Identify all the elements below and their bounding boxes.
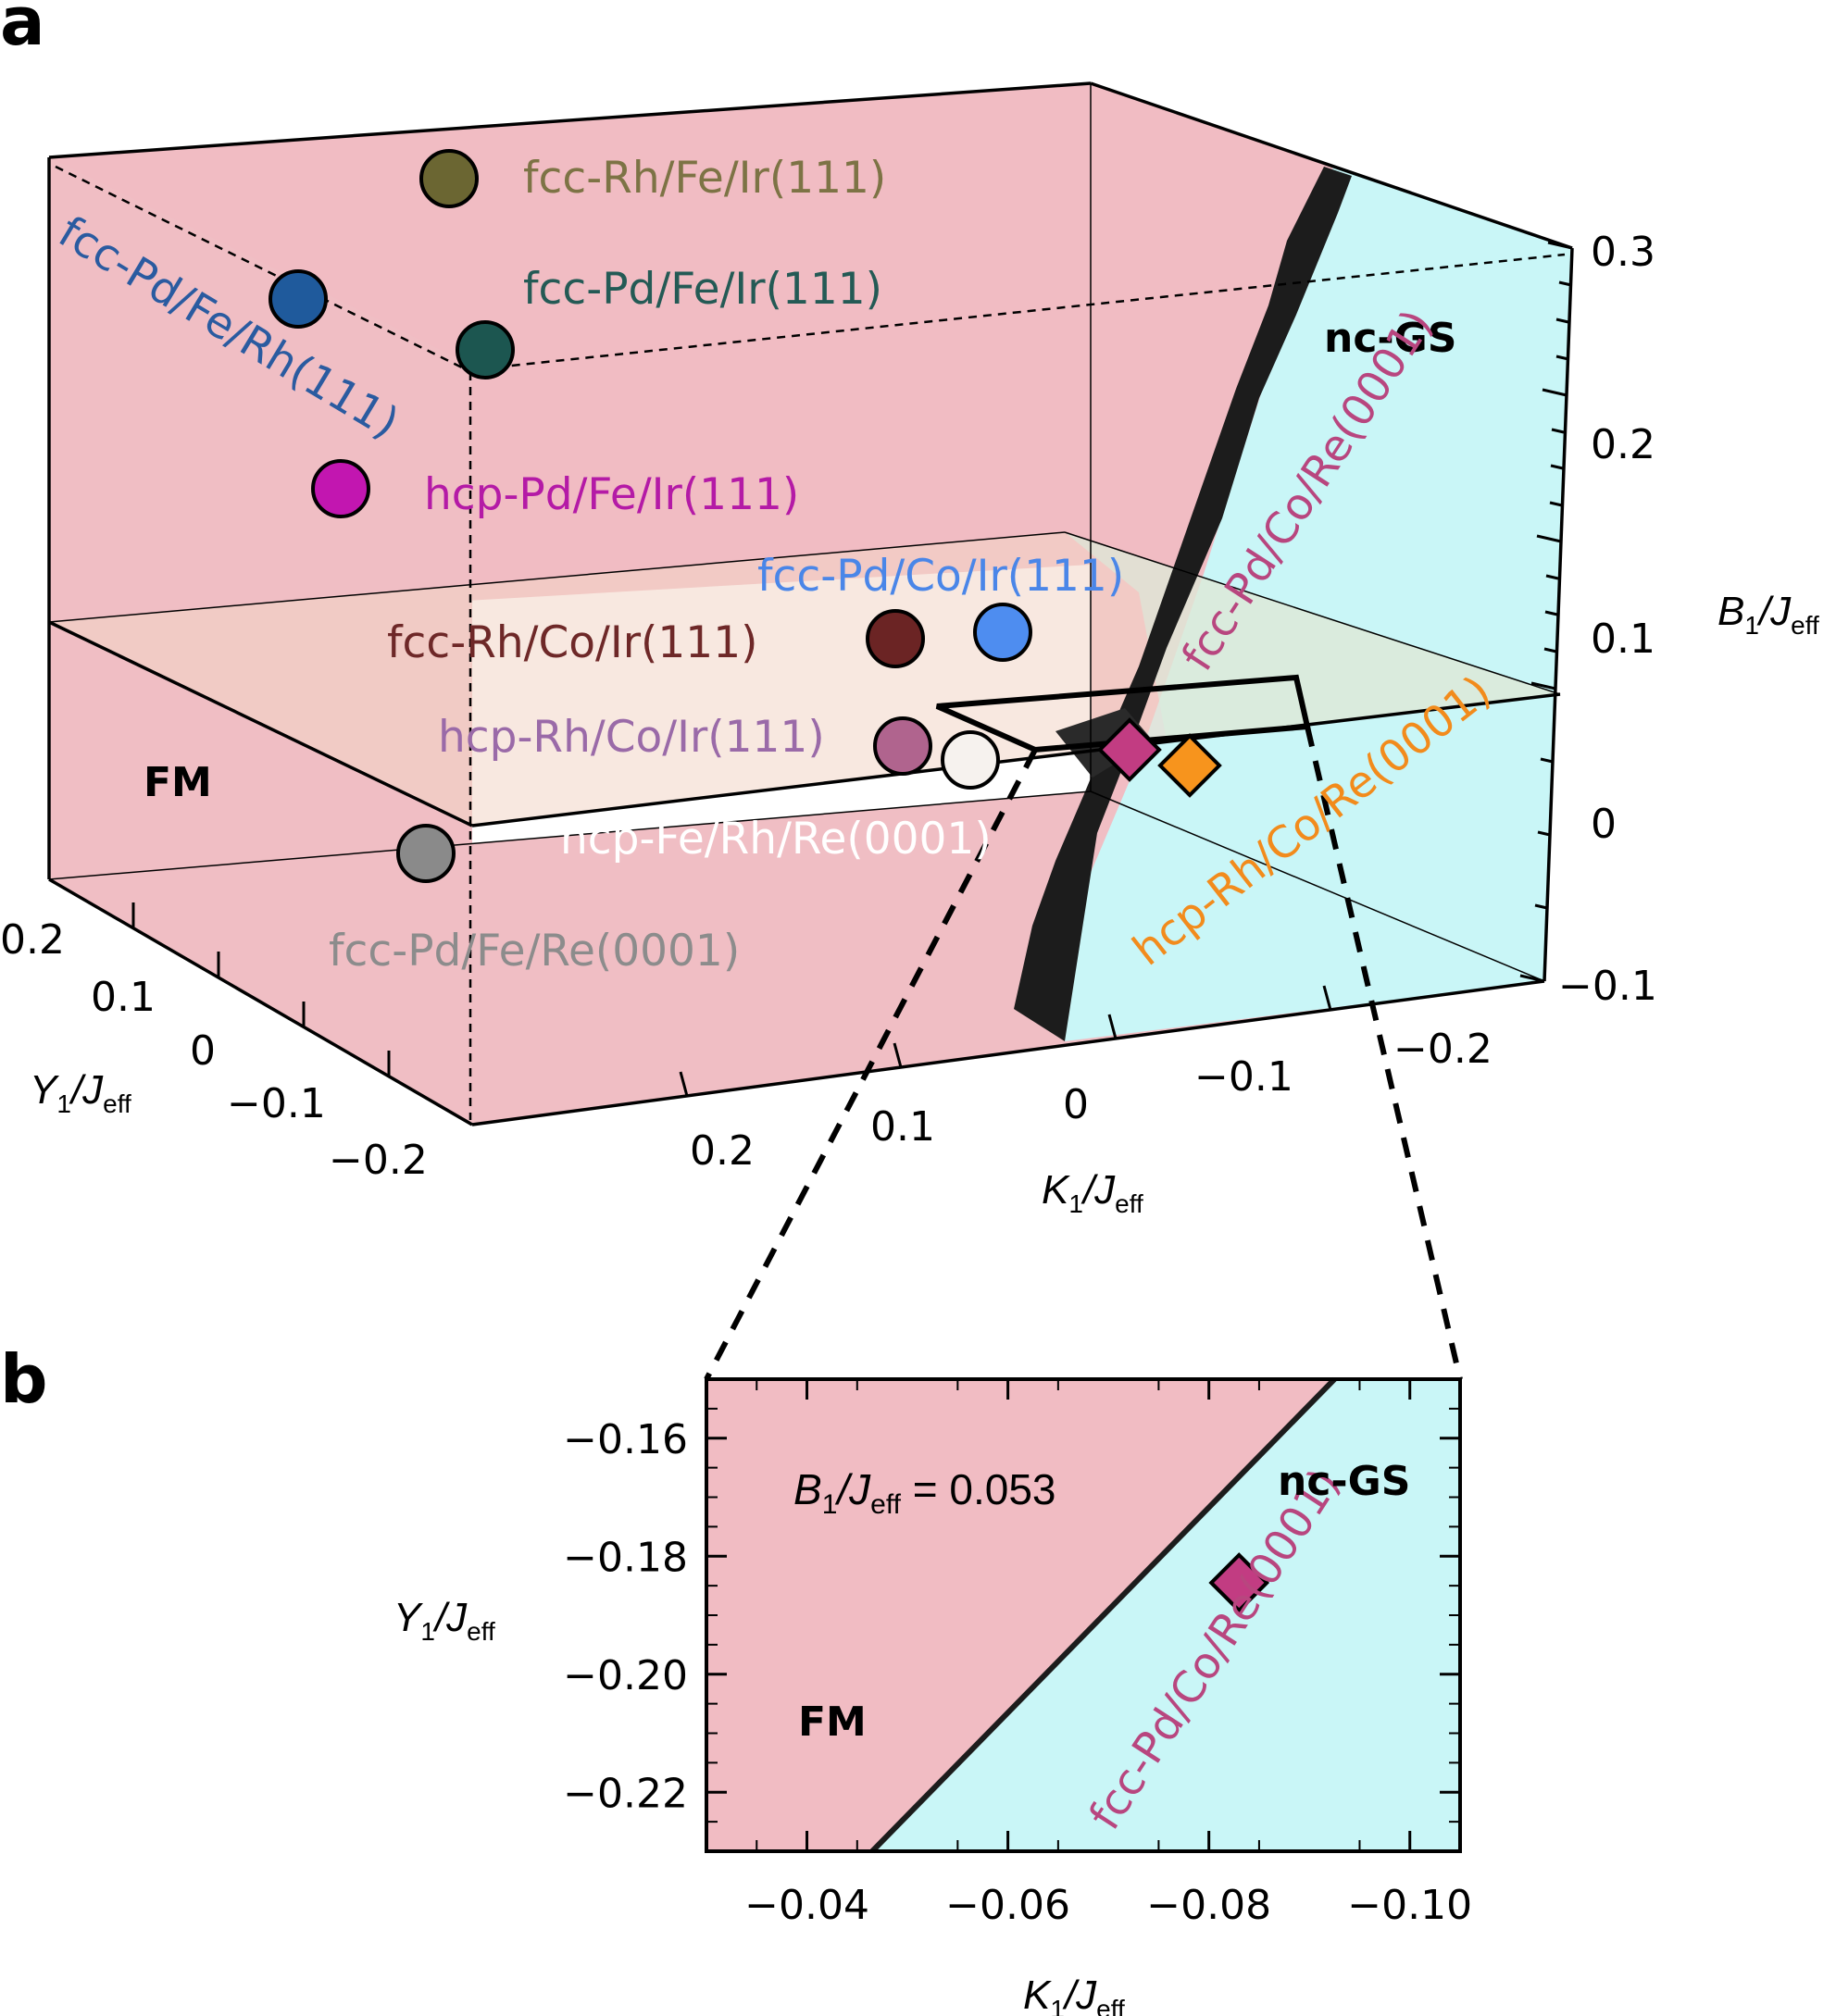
z-tick-label: −0.1 — [1558, 963, 1657, 1010]
x-tick-label: −0.1 — [1194, 1053, 1293, 1101]
plot-area: −0.04 −0.06 −0.08 −0.10 −0.16 −0.18 −0.20 −0.22… — [563, 1376, 1472, 1929]
z-tick-label: 0.3 — [1591, 229, 1655, 276]
marker-label: fcc-Pd/Fe/Ir(111) — [523, 264, 882, 315]
x-axis-label: K1/Jeff — [1023, 1972, 1125, 2016]
x-tick-label: −0.08 — [1146, 1882, 1271, 1929]
circle-marker — [973, 603, 1032, 662]
y-tick-label: −0.16 — [563, 1416, 688, 1463]
z-tick-label: 0.1 — [1591, 616, 1655, 663]
marker-label: fcc-Rh/Co/Ir(111) — [387, 617, 757, 668]
slice-value-annotation: B1/Jeff = 0.053 — [793, 1465, 1056, 1520]
x-tick-label: −0.06 — [945, 1882, 1070, 1929]
y-tick-label: 0 — [190, 1027, 216, 1075]
y-tick-label: 0.1 — [91, 974, 156, 1021]
circle-marker — [419, 149, 479, 208]
marker-label: fcc-Pd/Fe/Re(0001) — [329, 926, 740, 977]
marker-label: fcc-Rh/Fe/Ir(111) — [523, 153, 886, 204]
region-label-fm: FM — [798, 1699, 867, 1746]
x-tick-label: 0.2 — [690, 1127, 755, 1175]
y-tick-label: −0.20 — [563, 1652, 688, 1699]
x-tick-label: 0.1 — [870, 1103, 935, 1151]
z-tick-label: 0 — [1591, 801, 1617, 848]
panel-label-a: a — [0, 0, 45, 60]
data-markers — [269, 149, 1222, 883]
marker-label: hcp-Fe/Rh/Re(0001) — [560, 814, 992, 865]
circle-marker — [873, 716, 932, 776]
y-tick-label: 0.2 — [0, 916, 65, 964]
marker-label: fcc-Pd/Co/Ir(111) — [757, 551, 1124, 602]
ncgs-region — [1037, 167, 1572, 1041]
y-tick-label: −0.2 — [329, 1137, 428, 1184]
zoom-lines — [704, 726, 1463, 1381]
panel-label-b: b — [0, 1340, 48, 1418]
panel-b-2d-plot: −0.04 −0.06 −0.08 −0.10 −0.16 −0.18 −0.20 −0.22… — [393, 1376, 1472, 2016]
x-axis-label: K1/Jeff — [1042, 1167, 1143, 1218]
tick-marks — [131, 241, 1573, 1097]
diamond-marker — [1208, 1552, 1270, 1613]
region-label-fm: FM — [144, 759, 212, 806]
marker-label: hcp-Rh/Co/Ir(111) — [438, 712, 825, 763]
phase-boundary-surface — [1014, 167, 1352, 1041]
box-inner-edges — [48, 83, 1561, 982]
z-tick-label: 0.2 — [1591, 421, 1655, 468]
projection-lines — [55, 165, 1566, 1120]
y-tick-label: −0.22 — [563, 1770, 688, 1817]
y-tick-label: −0.18 — [563, 1534, 688, 1581]
circle-marker — [941, 730, 1000, 790]
circle-marker — [866, 609, 925, 668]
y-axis-label: Y1/Jeff — [393, 1595, 495, 1646]
diamond-marker — [1097, 717, 1162, 782]
y-axis-label: Y1/Jeff — [30, 1067, 131, 1118]
x-tick-label: −0.2 — [1393, 1026, 1493, 1073]
circle-marker — [396, 824, 456, 883]
x-tick-label: −0.04 — [744, 1882, 869, 1929]
phase-boundary-line — [869, 1376, 1337, 1854]
region-label-ncgs: nc-GS — [1324, 315, 1456, 362]
region-label-ncgs: nc-GS — [1278, 1458, 1410, 1505]
panel-a-3d-plot: FM nc-GS 0.3 0.2 0.1 0 −0.1 B1/Jeff 0.2 … — [0, 81, 1819, 1381]
x-tick-label: 0 — [1063, 1081, 1089, 1128]
z-axis-label: B1/Jeff — [1717, 589, 1819, 640]
circle-marker — [456, 320, 515, 380]
box-edges — [47, 81, 1574, 1126]
y-tick-label: −0.1 — [227, 1080, 326, 1127]
x-tick-label: −0.10 — [1347, 1882, 1472, 1929]
circle-marker — [269, 269, 328, 329]
circle-marker — [311, 459, 370, 518]
marker-label: hcp-Pd/Fe/Ir(111) — [424, 469, 799, 520]
diamond-marker — [1157, 733, 1222, 798]
region-ncgs — [872, 1379, 1460, 1851]
